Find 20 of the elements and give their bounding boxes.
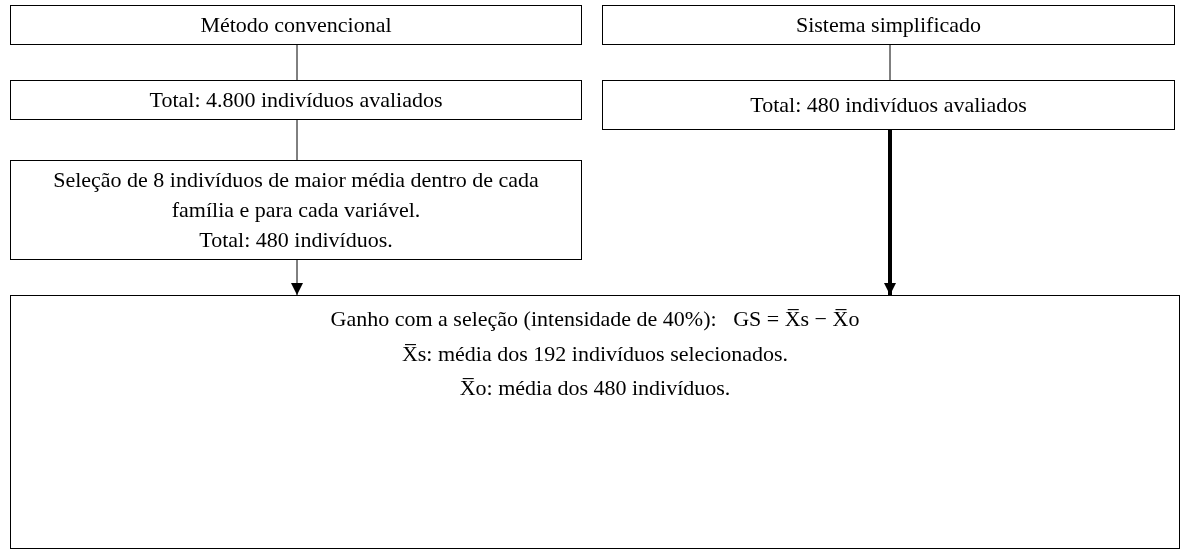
connector-line xyxy=(296,44,298,81)
connector-line xyxy=(296,119,298,161)
box-text: Total: 480 indivíduos avaliados xyxy=(750,91,1027,119)
box-text: Ganho com a seleção (intensidade de 40%): GS = X̅s − X̅o xyxy=(330,305,860,333)
box-text: Total: 480 indivíduos. xyxy=(199,226,393,254)
box-text: X̅o: média dos 480 indivíduos. xyxy=(459,374,731,402)
connector-line xyxy=(889,44,891,81)
box-text: Sistema simplificado xyxy=(795,11,982,39)
process-box xyxy=(10,160,582,260)
process-box xyxy=(10,5,582,45)
box-text: Seleção de 8 indivíduos de maior média dentro de cada família e para cada variável. xyxy=(52,166,540,224)
process-box xyxy=(602,5,1175,45)
process-box xyxy=(10,80,582,120)
box-text: X̅s: média dos 192 indivíduos selecionados. xyxy=(401,340,789,368)
arrow xyxy=(291,259,303,296)
process-box xyxy=(10,295,1180,549)
box-text: Método convencional xyxy=(200,11,392,39)
arrow xyxy=(884,130,896,295)
process-box xyxy=(602,80,1175,130)
box-text: Total: 4.800 indivíduos avaliados xyxy=(149,86,443,114)
